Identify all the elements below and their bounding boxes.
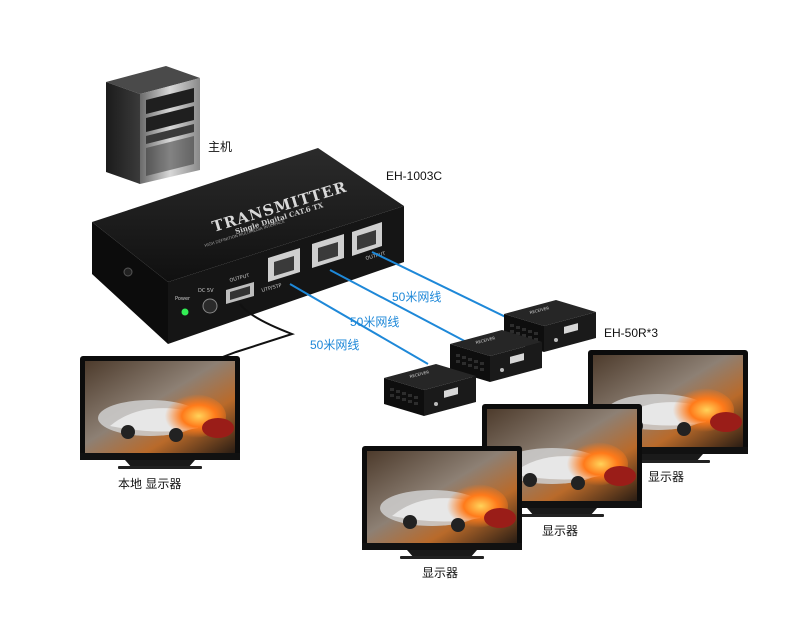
- monitor-1-icon: [362, 446, 522, 559]
- transmitter-model-label: EH-1003C: [386, 169, 443, 183]
- host-label: 主机: [208, 140, 233, 154]
- cable-label-1: 50米网线: [392, 290, 442, 304]
- power-label: Power: [175, 296, 191, 302]
- local-display-label: 本地 显示器: [118, 477, 182, 491]
- port-output-label: OUTPUT: [365, 251, 387, 262]
- cable-label-2: 50米网线: [350, 315, 400, 329]
- desktop-tower-icon: [106, 66, 200, 184]
- local-monitor-icon: [80, 356, 240, 469]
- receiver-model-label: EH-50R*3: [604, 326, 659, 340]
- network-cables: [289, 251, 521, 365]
- hdmi-cable: [219, 303, 296, 359]
- display-label-1: 显示器: [422, 566, 459, 580]
- utp-label: UTP/STP: [261, 283, 283, 294]
- hdmi-output-label: OUTPUT: [229, 273, 251, 284]
- display-label-3: 显示器: [648, 470, 685, 484]
- cable-label-3: 50米网线: [310, 338, 360, 352]
- dc-label: DC 5V: [198, 288, 214, 294]
- display-label-2: 显示器: [542, 524, 579, 538]
- transmitter-box-icon: TRANSMITTER Single Digital CAT.6 TX HIGH…: [92, 148, 404, 344]
